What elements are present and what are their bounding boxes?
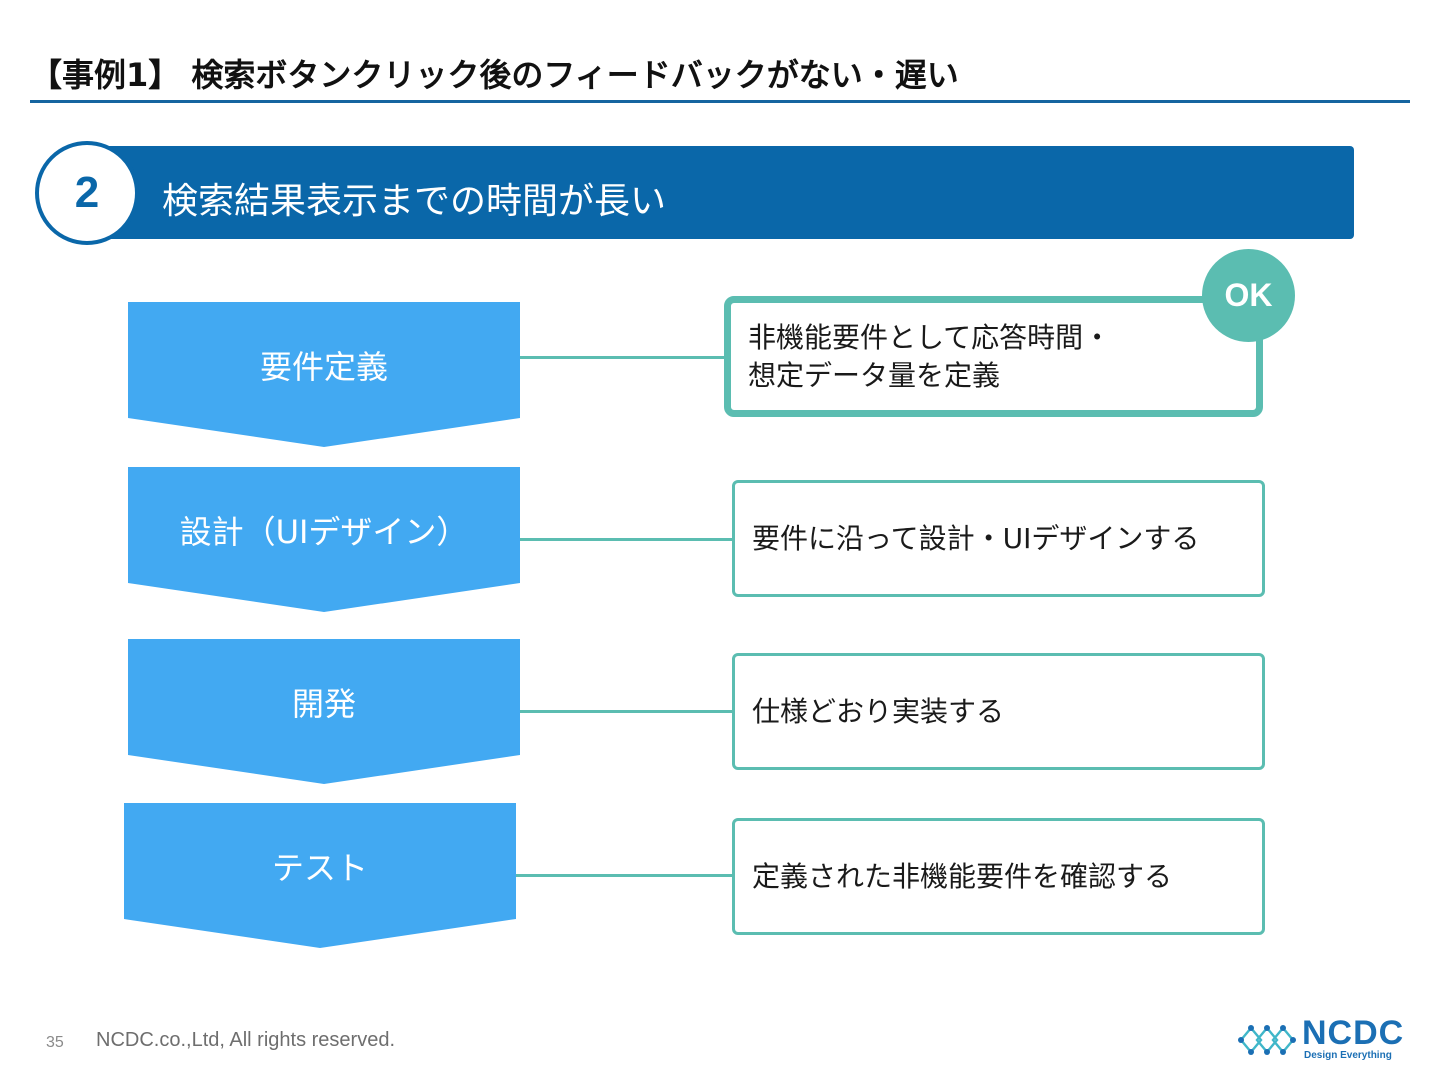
step-description: 非機能要件として応答時間・ 想定データ量を定義 — [748, 320, 1112, 392]
step-description-box: 非機能要件として応答時間・ 想定データ量を定義 — [724, 296, 1263, 417]
slide-title: 【事例1】 検索ボタンクリック後のフィードバックがない・遅い — [30, 56, 959, 94]
ok-badge-label: OK — [1224, 277, 1273, 313]
connector-line — [520, 710, 734, 713]
connector-line — [520, 538, 734, 541]
section-heading: 検索結果表示までの時間が長い — [162, 181, 667, 222]
logo-tagline: Design Everything — [1304, 1050, 1392, 1061]
copyright-text: NCDC.co.,Ltd, All rights reserved. — [96, 1029, 395, 1051]
step-description-box: 仕様どおり実装する — [732, 653, 1265, 770]
step-description-box: 定義された非機能要件を確認する — [732, 818, 1265, 935]
page-number: 35 — [46, 1034, 64, 1051]
section-number-badge: 2 — [35, 141, 139, 245]
step-test: テスト — [124, 803, 516, 948]
connector-line — [520, 356, 728, 359]
step-label: 開発 — [291, 685, 356, 723]
title-divider — [30, 100, 1410, 103]
step-description-box: 要件に沿って設計・UIデザインする — [732, 480, 1265, 597]
logo-mark-icon — [1238, 1025, 1296, 1055]
logo-name: NCDC — [1302, 1014, 1405, 1052]
step-description: 要件に沿って設計・UIデザインする — [752, 521, 1200, 555]
step-label: 要件定義 — [259, 348, 388, 386]
step-label: テスト — [271, 849, 368, 887]
step-description: 仕様どおり実装する — [752, 694, 1005, 728]
step-design: 設計（UIデザイン） — [128, 467, 520, 612]
section-banner — [80, 146, 1354, 239]
section-number: 2 — [74, 168, 100, 217]
step-description: 定義された非機能要件を確認する — [752, 859, 1173, 893]
step-development: 開発 — [128, 639, 520, 784]
connector-line — [516, 874, 734, 877]
step-label: 設計（UIデザイン） — [179, 513, 469, 551]
company-logo: NCDC Design Everything — [1236, 1014, 1414, 1062]
step-requirements: 要件定義 — [128, 302, 520, 447]
ok-badge: OK — [1202, 249, 1295, 342]
